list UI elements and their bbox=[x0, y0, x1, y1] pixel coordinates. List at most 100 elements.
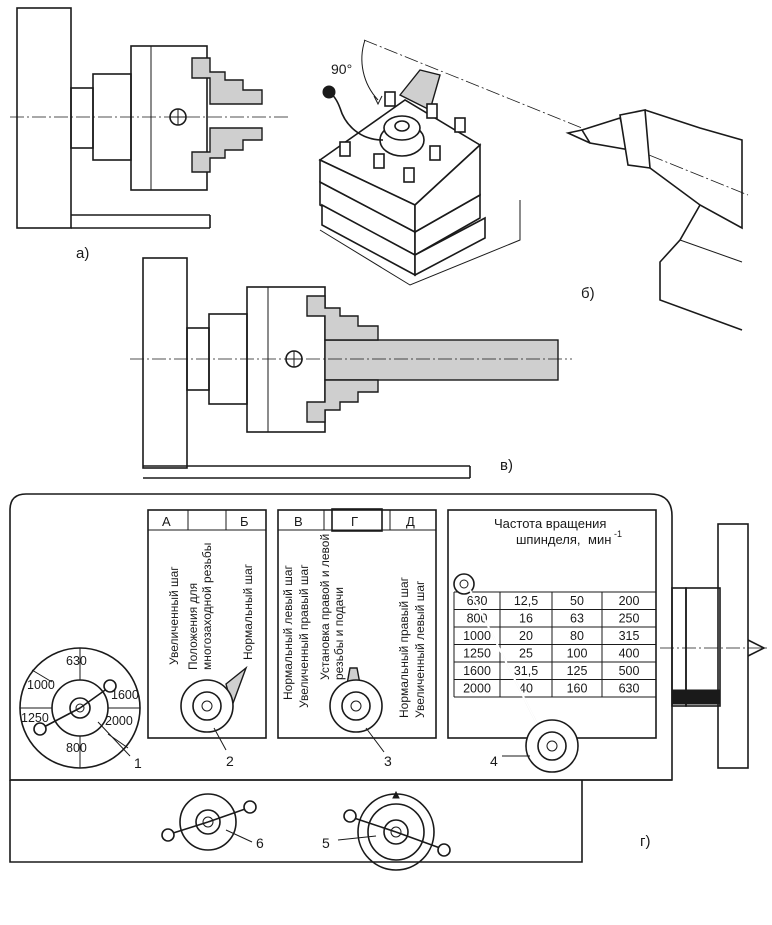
axis-b bbox=[363, 39, 749, 196]
dial-value: 630 bbox=[66, 654, 87, 668]
jaw-top-v bbox=[306, 295, 379, 341]
panel-vgd: В Г Д Нормальный левый шаг Увеличенный п… bbox=[277, 508, 437, 769]
callout-2: 2 bbox=[226, 753, 234, 769]
table-cell: 16 bbox=[519, 612, 533, 626]
dial-value: 1250 bbox=[21, 711, 49, 725]
knob-6[interactable] bbox=[161, 793, 257, 851]
table-cell: 20 bbox=[519, 629, 533, 643]
table-cell: 630 bbox=[467, 594, 488, 608]
text-increased-left: Увеличенный левый шаг bbox=[413, 580, 427, 718]
jaw-top-a bbox=[191, 57, 263, 105]
text-increased-step: Увеличенный шаг bbox=[167, 566, 181, 665]
table-cell: 63 bbox=[570, 612, 584, 626]
tailstock-body bbox=[644, 109, 743, 230]
bolts bbox=[339, 91, 466, 183]
panel-ab: А Б Увеличенный шаг Положения для многоз… bbox=[147, 509, 267, 769]
bolt bbox=[373, 153, 385, 169]
faceplate-g bbox=[717, 523, 749, 769]
dial-lever bbox=[79, 687, 109, 709]
table-cell: 125 bbox=[567, 664, 588, 678]
figure-b: 90° bbox=[318, 39, 749, 331]
table-cell: 2000 bbox=[463, 682, 491, 696]
label-a: а) bbox=[76, 245, 89, 262]
table-cell: 200 bbox=[619, 594, 640, 608]
table-cell: 1250 bbox=[463, 647, 491, 661]
text-normal-step: Нормальный шаг bbox=[241, 563, 255, 660]
dial-value: 1600 bbox=[111, 688, 139, 702]
bolt bbox=[426, 103, 438, 119]
text-multistart-positions: Положения для многозаходной резьбы bbox=[186, 543, 214, 670]
apron-panel bbox=[9, 780, 583, 863]
figure-g: 630 1000 1600 1250 2000 800 1 А Б Увелич… bbox=[9, 493, 768, 871]
table-cell: 1600 bbox=[463, 664, 491, 678]
table-cell: 1000 bbox=[463, 629, 491, 643]
table-cell: 315 bbox=[619, 629, 640, 643]
text-normal-right: Нормальный правый шаг bbox=[397, 576, 411, 718]
figure-a: а) bbox=[10, 7, 290, 262]
headstock-wall-a bbox=[16, 7, 72, 229]
callout-1: 1 bbox=[134, 755, 142, 771]
figure-v: в) bbox=[130, 257, 572, 479]
bed-v bbox=[143, 465, 471, 479]
center-tip-g bbox=[747, 639, 766, 657]
angle-label: 90° bbox=[331, 61, 352, 77]
header-G: Г bbox=[351, 514, 358, 529]
header-A: А bbox=[162, 514, 171, 529]
header-G-box bbox=[331, 508, 383, 532]
spindle-chuck-g bbox=[685, 587, 721, 707]
header-D: Д bbox=[406, 514, 415, 529]
speed-table-title2: шпинделя, bbox=[516, 532, 581, 547]
dial-value: 800 bbox=[66, 741, 87, 755]
table-cell: 31,5 bbox=[514, 664, 538, 678]
table-cell: 160 bbox=[567, 682, 588, 696]
workpiece-bar bbox=[324, 339, 559, 381]
bolt bbox=[403, 167, 415, 183]
knob-2[interactable] bbox=[180, 665, 248, 733]
bolt bbox=[429, 145, 441, 161]
label-g: г) bbox=[640, 833, 650, 850]
text-normal-left: Нормальный левый шаг bbox=[281, 565, 295, 700]
table-cell: 500 bbox=[619, 664, 640, 678]
header-V: В bbox=[294, 514, 303, 529]
callout-5: 5 bbox=[322, 835, 330, 851]
table-cell: 40 bbox=[519, 682, 533, 696]
speed-table-unit: мин bbox=[588, 532, 611, 547]
lever-4[interactable] bbox=[453, 573, 579, 773]
headstock-wall-v bbox=[142, 257, 188, 469]
speed-table-unit-exp: -1 bbox=[614, 529, 622, 539]
jaw-bottom-a bbox=[191, 127, 263, 173]
speed-dial-1[interactable]: 630 1000 1600 1250 2000 800 1 bbox=[19, 647, 142, 771]
table-cell: 400 bbox=[619, 647, 640, 661]
table-cell: 25 bbox=[519, 647, 533, 661]
table-cell: 80 bbox=[570, 629, 584, 643]
dial-value: 1000 bbox=[27, 678, 55, 692]
text-setup-threads: Установка правой и левой резьбы и подачи bbox=[318, 534, 346, 680]
header-B: Б bbox=[240, 514, 249, 529]
panel-vgd-frame bbox=[277, 509, 437, 739]
chuck-body-a bbox=[130, 45, 208, 191]
label-v: в) bbox=[500, 457, 513, 474]
knob-5[interactable] bbox=[343, 790, 451, 871]
panel-ab-frame bbox=[147, 509, 267, 739]
speed-table-title: Частота вращения bbox=[494, 516, 606, 531]
table-cell: 50 bbox=[570, 594, 584, 608]
bolt bbox=[339, 141, 351, 157]
spindle-nose-a bbox=[70, 87, 94, 149]
handle-knob bbox=[322, 85, 336, 99]
bolt bbox=[454, 117, 466, 133]
text-increased-right: Увеличенный правый шаг bbox=[297, 564, 311, 708]
bolt bbox=[384, 91, 396, 107]
table-cell: 100 bbox=[567, 647, 588, 661]
table-cell: 250 bbox=[619, 612, 640, 626]
headstock-panel bbox=[9, 493, 673, 781]
cutting-tool bbox=[398, 69, 441, 112]
knob-3[interactable] bbox=[329, 667, 383, 733]
tailstock-quill bbox=[619, 109, 651, 169]
callout-3: 3 bbox=[384, 753, 392, 769]
bed-a bbox=[71, 214, 211, 229]
angle-arc bbox=[361, 39, 379, 101]
